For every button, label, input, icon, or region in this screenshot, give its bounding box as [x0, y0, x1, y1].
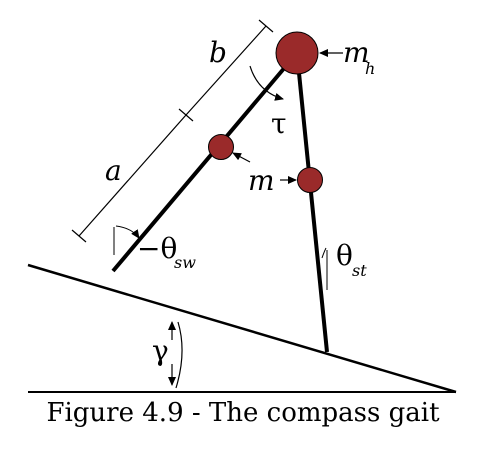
hip-mass	[275, 31, 319, 75]
slope-line	[27, 263, 457, 394]
swing-leg	[111, 51, 299, 273]
stance-leg	[295, 52, 329, 353]
label-theta-st: θ	[336, 239, 353, 272]
stance-leg-mass	[297, 167, 323, 193]
label-theta-sw: −θ	[137, 232, 177, 265]
hip-torque-arc	[249, 65, 284, 101]
label-a: a	[105, 154, 122, 187]
label-gamma: γ	[152, 334, 169, 367]
dimension-tick	[258, 19, 274, 33]
label-mh: m	[343, 36, 370, 69]
swing-mass-pointer	[232, 152, 251, 163]
label-theta-st-sub: st	[352, 261, 367, 280]
figure-caption: Figure 4.9 - The compass gait	[46, 398, 440, 428]
label-mh-sub: h	[365, 59, 375, 78]
slope-angle-arc	[175, 321, 183, 389]
label-m: m	[248, 164, 275, 197]
swing-leg-mass	[208, 134, 234, 160]
dimension-tick	[71, 229, 87, 243]
dimension-line-b	[185, 25, 267, 116]
label-theta-sw-sub: sw	[174, 253, 196, 272]
dimension-line-a	[78, 114, 187, 237]
stance-angle-arc	[321, 247, 327, 259]
label-b: b	[209, 36, 227, 69]
label-tau: τ	[271, 107, 287, 140]
swing-angle-arc	[115, 225, 140, 239]
